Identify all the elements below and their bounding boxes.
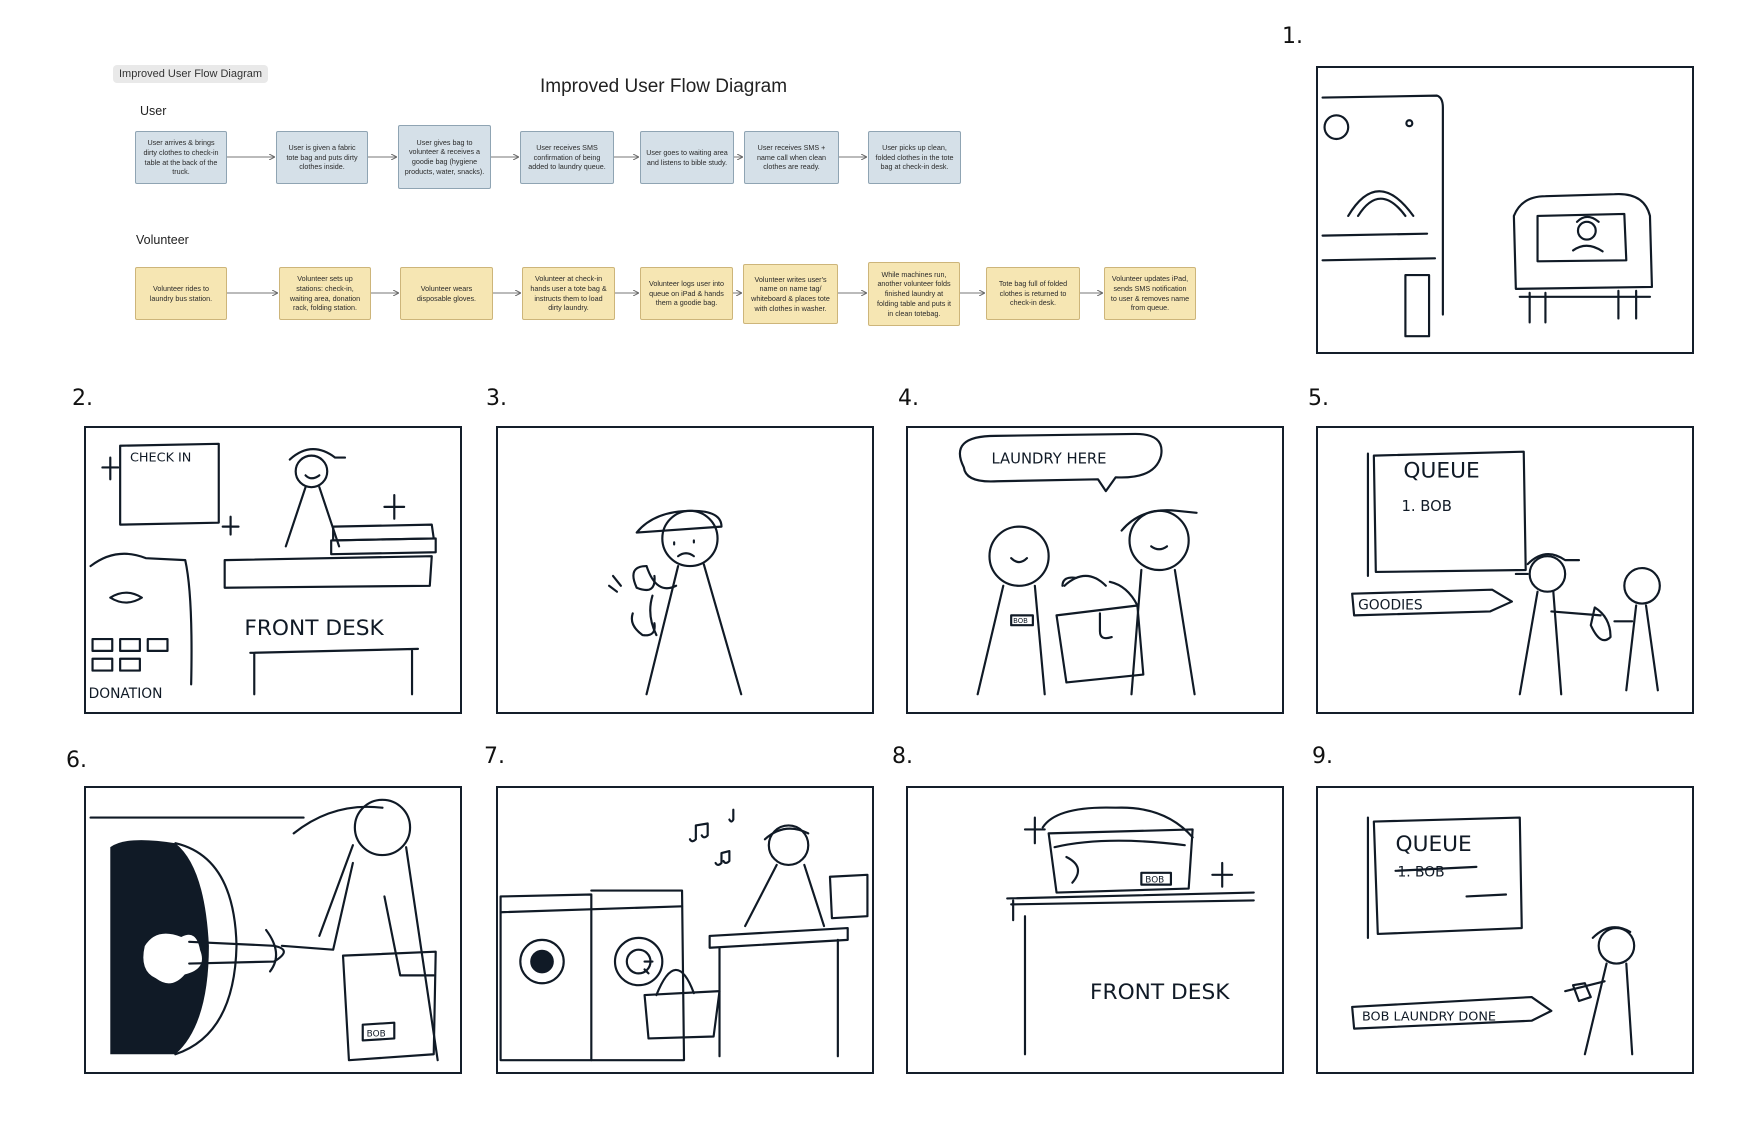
queue-board-entry: 1. BOB: [1401, 498, 1451, 515]
donation-label: DONATION: [89, 686, 163, 702]
sketch-tote-returned: BOB FRONT DESK: [1006, 806, 1255, 1056]
goodies-sign: GOODIES: [1358, 597, 1423, 613]
diagram-title: Improved User Flow Diagram: [540, 76, 788, 97]
panel-number-6: 6.: [66, 748, 87, 773]
user-step-6[interactable]: User receives SMS + name call when clean…: [744, 131, 839, 184]
sketch-queue-goodies: QUEUE 1. BOB GOODIES: [1351, 450, 1661, 696]
storyboard-panel-6: BOB: [84, 786, 462, 1074]
volunteer-step-6[interactable]: Volunteer writes user's name on name tag…: [743, 264, 838, 324]
queue-board-title: QUEUE: [1403, 458, 1479, 483]
volunteer-step-7[interactable]: While machines run, another volunteer fo…: [868, 262, 960, 326]
panel-number-4: 4.: [898, 386, 919, 411]
storyboard-panel-5: QUEUE 1. BOB GOODIES: [1316, 426, 1694, 714]
volunteer-step-4[interactable]: Volunteer at check-in hands user a tote …: [522, 267, 615, 320]
speech-laundry-here: LAUNDRY HERE: [991, 451, 1106, 468]
panel-number-1: 1.: [1282, 24, 1303, 49]
panel-number-5: 5.: [1308, 386, 1329, 411]
lane-label-volunteer: Volunteer: [136, 233, 189, 247]
front-desk-label: FRONT DESK: [244, 616, 384, 641]
user-step-5[interactable]: User goes to waiting area and listens to…: [640, 131, 734, 184]
frame-tag[interactable]: Improved User Flow Diagram: [113, 65, 269, 83]
sketch-loading-washer: BOB: [89, 798, 439, 1062]
volunteer-step-2[interactable]: Volunteer sets up stations: check-in, wa…: [279, 267, 371, 320]
panel-number-2: 2.: [72, 386, 93, 411]
name-tag-bob: BOB: [1013, 617, 1028, 625]
user-step-1[interactable]: User arrives & brings dirty clothes to c…: [135, 131, 227, 184]
sketch-laundry-done: QUEUE 1. BOB BOB LAUNDRY DONE: [1351, 816, 1636, 1056]
check-in-sign: CHECK IN: [130, 451, 191, 466]
laundry-done-sign: BOB LAUNDRY DONE: [1362, 1010, 1496, 1025]
user-step-4[interactable]: User receives SMS confirmation of being …: [520, 131, 614, 184]
panel-number-3: 3.: [486, 386, 507, 411]
volunteer-step-8[interactable]: Tote bag full of folded clothes is retur…: [986, 267, 1080, 320]
volunteer-step-9[interactable]: Volunteer updates iPad, sends SMS notifi…: [1104, 267, 1196, 320]
returned-tote-tag: BOB: [1145, 876, 1164, 886]
storyboard-panel-4: LAUNDRY HERE BOB: [906, 426, 1284, 714]
sketch-folding-station: [499, 808, 869, 1062]
front-desk-sign: FRONT DESK: [1090, 980, 1230, 1005]
volunteer-step-5[interactable]: Volunteer logs user into queue on iPad &…: [640, 267, 733, 320]
storyboard-panel-7: [496, 786, 874, 1074]
panel-number-9: 9.: [1312, 744, 1333, 769]
queue-board-title-cleared: QUEUE: [1396, 832, 1472, 857]
storyboard-panel-2: CHECK IN FRONT DESK DONATION: [84, 426, 462, 714]
sketch-laundry-bus: [1321, 94, 1654, 338]
sketch-front-desk: CHECK IN FRONT DESK DONATION: [89, 442, 437, 702]
user-step-7[interactable]: User picks up clean, folded clothes in t…: [868, 131, 961, 184]
storyboard-panel-1: [1316, 66, 1694, 354]
volunteer-step-3[interactable]: Volunteer wears disposable gloves.: [400, 267, 493, 320]
sketch-volunteer-gloves: [607, 509, 743, 696]
tote-name-tag: BOB: [367, 1030, 386, 1040]
storyboard-panel-8: BOB FRONT DESK: [906, 786, 1284, 1074]
panel-number-8: 8.: [892, 744, 913, 769]
user-step-3[interactable]: User gives bag to volunteer & receives a…: [398, 125, 491, 189]
lane-label-user: User: [140, 104, 167, 118]
sketch-tote-handoff: LAUNDRY HERE BOB: [958, 432, 1198, 696]
storyboard-panel-3: [496, 426, 874, 714]
volunteer-step-1[interactable]: Volunteer rides to laundry bus station.: [135, 267, 227, 320]
storyboard-panel-9: QUEUE 1. BOB BOB LAUNDRY DONE: [1316, 786, 1694, 1074]
user-step-2[interactable]: User is given a fabric tote bag and puts…: [276, 131, 368, 184]
panel-number-7: 7.: [484, 744, 505, 769]
queue-entry-removed: 1. BOB: [1398, 865, 1445, 881]
